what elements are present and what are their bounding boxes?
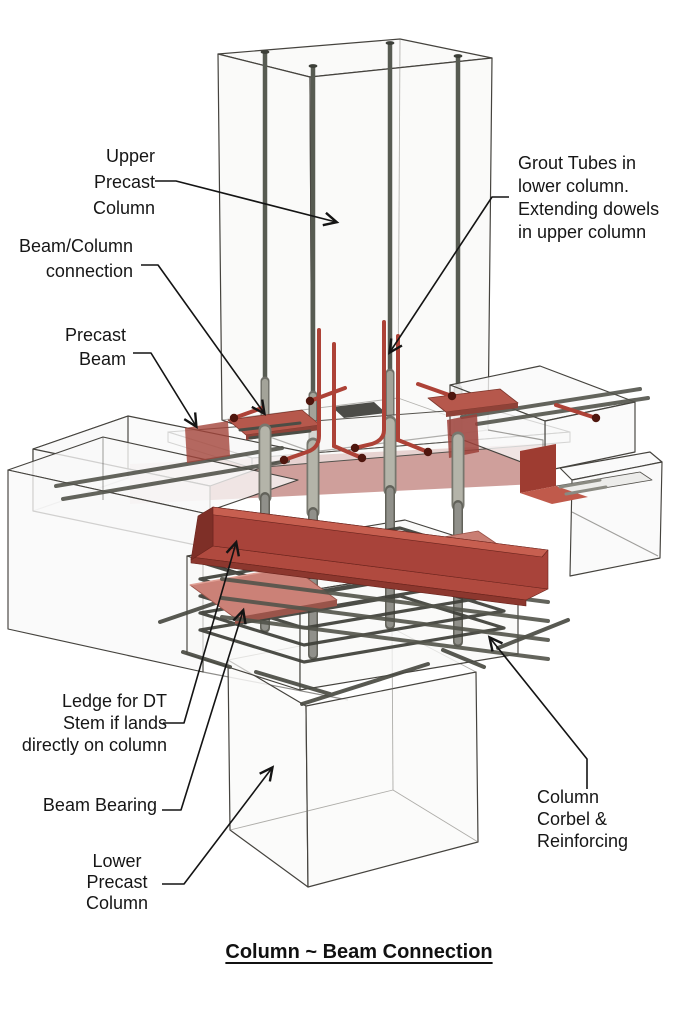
grout-sleeves [258, 415, 465, 519]
label-column-corbel: Column Corbel & Reinforcing [537, 786, 628, 852]
leader-lines [133, 180, 588, 885]
label-line: Extending dowels [518, 199, 660, 219]
label-precast-beam: Precast Beam [65, 323, 126, 371]
label-line: Corbel & [537, 809, 608, 829]
label-line: directly on column [21, 735, 167, 755]
label-beam-column-connection: Beam/Column connection [19, 234, 133, 284]
label-line: Beam Bearing [42, 795, 157, 815]
label-line: Reinforcing [537, 831, 629, 851]
leader-beam-bearing [162, 607, 247, 811]
leader-upper-precast-column [155, 180, 340, 227]
leader-precast-beam [133, 352, 198, 429]
leader-beam-column-connection [141, 264, 267, 416]
label-line: lower column. [518, 176, 630, 196]
label-beam-bearing: Beam Bearing [43, 794, 157, 817]
label-line: Column [85, 893, 149, 913]
leader-column-corbel [487, 635, 588, 789]
diagram-title: Column ~ Beam Connection [225, 941, 493, 963]
label-line: Precast [86, 872, 148, 892]
label-line: Upper [105, 146, 155, 166]
label-line: Lower [92, 851, 142, 871]
leader-lower-precast-column [162, 765, 275, 885]
label-grout-tubes: Grout Tubes in lower column. Extending d… [518, 152, 659, 244]
leader-grout-tubes [388, 196, 509, 355]
label-lower-precast-column: Lower Precast Column [37, 851, 197, 914]
label-line: Beam/Column [18, 236, 133, 256]
label-line: Beam [78, 349, 126, 369]
label-line: Ledge for DT [61, 691, 167, 711]
label-ledge-dt-stem: Ledge for DT Stem if lands directly on c… [22, 690, 167, 756]
label-line: Stem if lands [62, 713, 167, 733]
beam-rebar-protruding [54, 387, 650, 501]
far-angle-right-end [520, 444, 653, 504]
precast-beam-left-3d [7, 415, 349, 701]
label-line: Precast [93, 172, 155, 192]
leader-ledge-dt-stem [163, 539, 240, 724]
steel-ledge-angle-3d [190, 506, 549, 607]
label-line: Grout Tubes in [518, 153, 637, 173]
grout-tubes-red [229, 320, 601, 465]
label-line: Precast [64, 325, 126, 345]
label-line: Column [537, 787, 600, 807]
label-line: Column [92, 198, 155, 218]
label-upper-precast-column: Upper Precast Column [93, 143, 155, 221]
label-line: in upper column [518, 222, 647, 242]
label-line: connection [45, 261, 133, 281]
